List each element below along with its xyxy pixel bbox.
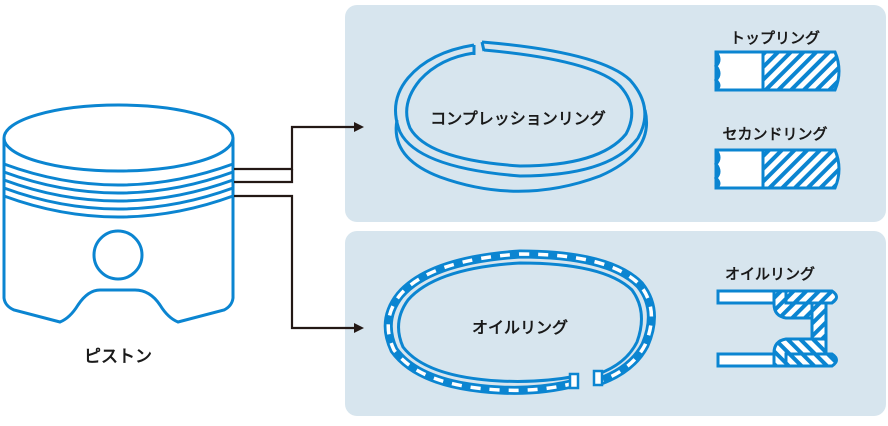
oil-ring-cross-section [716, 289, 838, 368]
oil-ring-label: オイルリング [472, 318, 568, 337]
oil-ring-illustration [383, 249, 656, 395]
top-ring-break-line [713, 51, 721, 92]
compression-ring-lower-edge [394, 109, 648, 193]
second-ring-plain-part [714, 148, 765, 190]
top-ring-plain-part [714, 50, 765, 92]
piston-label: ピストン [84, 347, 152, 367]
oil-ring-top-rail-plain [716, 289, 776, 305]
second-ring-break-line [713, 149, 721, 190]
oil-ring-spacer-lower [772, 337, 828, 368]
connector-oil-ring [234, 194, 364, 333]
piston-crown [2, 103, 235, 173]
oil-ring-inner-edge [397, 261, 643, 383]
piston-groove-3 [3, 178, 234, 203]
top-ring-hatched-part [761, 50, 841, 92]
oil-ring-gap-right-end [592, 369, 604, 387]
compression-ring-label: コンプレッションリング [430, 109, 606, 128]
piston-groove-1 [3, 162, 234, 187]
top-ring-cross-section [713, 50, 841, 92]
connector-second-ring [234, 169, 294, 184]
piston-pin-hole [92, 229, 144, 281]
oil-ring-section-label: オイルリング [725, 265, 815, 283]
piston-illustration [2, 103, 235, 324]
piston-groove-5 [3, 194, 234, 219]
compression-ring-gap-right [480, 41, 486, 52]
compression-ring-illustration [394, 40, 648, 193]
oil-ring-bottom-rail-hatched [784, 352, 838, 368]
connector-top-ring [234, 122, 364, 171]
piston-groove-4 [3, 186, 234, 211]
oil-ring-slots [386, 252, 654, 393]
compression-ring-inner [405, 48, 634, 168]
oil-ring-gap-left-end [568, 372, 580, 390]
piston-groove-2 [3, 170, 234, 195]
oil-ring-bottom-rail-plain [716, 352, 776, 368]
connectors [234, 122, 364, 333]
top-ring-label: トップリング [730, 29, 820, 47]
second-ring-hatched-part [761, 148, 841, 190]
compression-ring-outer [394, 40, 647, 178]
oil-ring-top-rail-hatched [784, 289, 838, 305]
oil-ring-panel [345, 231, 886, 416]
second-ring-cross-section [713, 148, 841, 190]
second-ring-label: セカンドリング [722, 125, 827, 143]
